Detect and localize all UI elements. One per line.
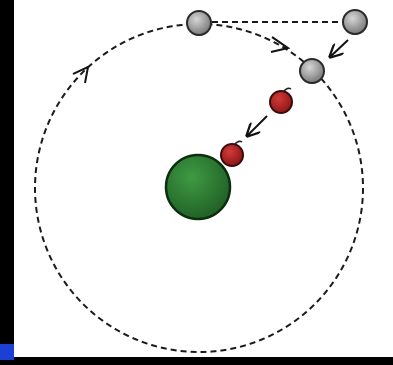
- earth-sphere-icon: [166, 155, 230, 219]
- moon-sphere-icon: [343, 10, 367, 34]
- corner-mark: [0, 344, 14, 360]
- moon-sphere-icon: [187, 11, 211, 35]
- moon-sphere-icon: [300, 59, 324, 83]
